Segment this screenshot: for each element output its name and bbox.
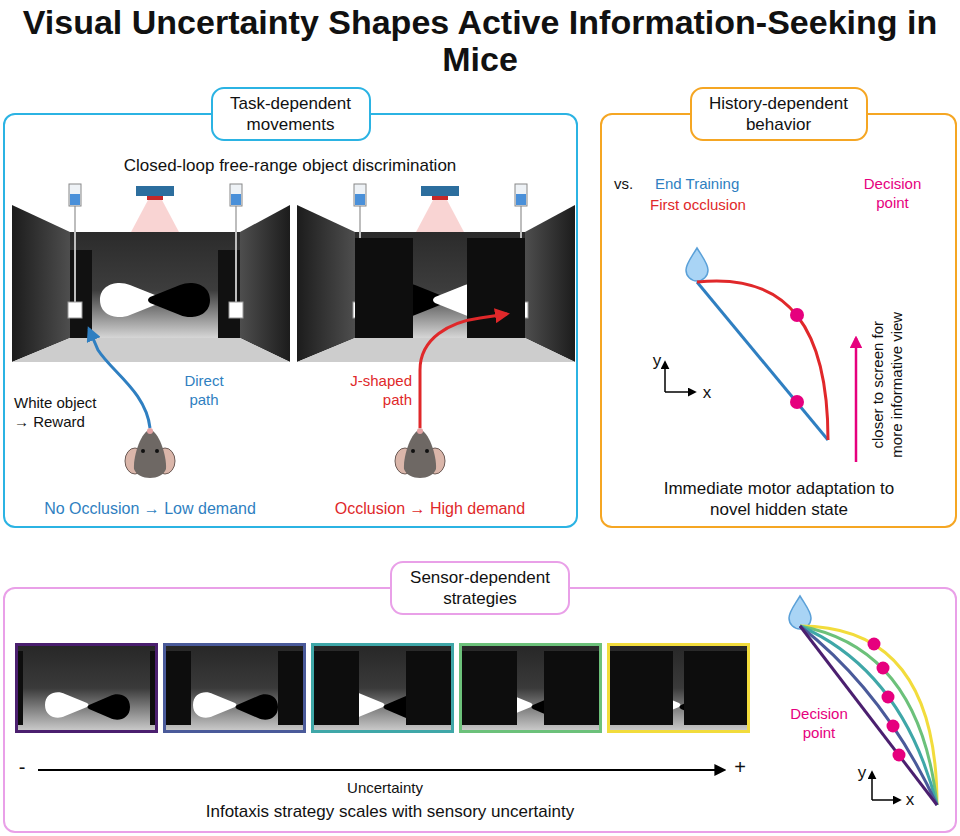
occluder xyxy=(163,651,191,725)
decision-dot xyxy=(893,749,906,762)
subtitle: Closed-loop free-range object discrimina… xyxy=(30,155,550,176)
thumbnail xyxy=(15,643,158,733)
decision-dot xyxy=(868,638,881,651)
y-axis xyxy=(871,772,873,800)
thumbnail-frame xyxy=(313,645,453,732)
x-axis xyxy=(665,391,695,393)
decision-dot xyxy=(887,720,900,733)
occluder xyxy=(684,651,750,725)
y-axis xyxy=(664,362,666,392)
occluder xyxy=(278,651,306,725)
axis-end: - xyxy=(14,755,30,780)
decision-dot xyxy=(790,308,804,322)
mouse xyxy=(125,428,175,478)
mouse xyxy=(395,428,445,478)
thumbnail-frame xyxy=(461,645,601,732)
object-note: White object → Reward xyxy=(14,394,110,432)
panel-box: Task-dependent movements xyxy=(3,113,578,528)
x-axis xyxy=(872,799,900,801)
thumbnail-frame xyxy=(165,645,305,732)
thumbnail-scene xyxy=(163,643,306,733)
axis-label: x xyxy=(903,789,917,810)
occluder xyxy=(459,651,517,725)
closer-arrow xyxy=(855,338,858,462)
arrow-note: closer to screen for more informative vi… xyxy=(869,309,907,461)
occluder xyxy=(544,651,602,725)
series-label: End Training xyxy=(655,175,775,194)
series-label: First occlusion xyxy=(650,196,780,215)
occluder xyxy=(355,238,413,338)
path-label: Direct path xyxy=(176,372,232,410)
end-training-path xyxy=(697,282,828,440)
axis-label: x xyxy=(700,382,714,403)
condition-label: Occlusion → High demand xyxy=(305,499,555,519)
arena-no-occlusion xyxy=(12,184,290,362)
marker-label: Decision point xyxy=(850,175,935,213)
occluder xyxy=(467,238,525,338)
condition-label: No Occlusion → Low demand xyxy=(20,499,280,519)
thumbnail xyxy=(607,643,750,733)
thumbnail xyxy=(163,643,306,733)
comparison-word: vs. xyxy=(614,175,648,194)
thumbnail-frame xyxy=(609,645,749,732)
decision-dot xyxy=(790,395,804,409)
panel-heading: History-dependent behavior xyxy=(690,87,868,141)
water-drop xyxy=(789,596,811,629)
thumbnail-scene xyxy=(311,643,454,733)
axis-end: + xyxy=(731,755,749,780)
decision-dot xyxy=(877,662,890,675)
thumbnail xyxy=(311,643,454,733)
panel-heading: Task-dependent movements xyxy=(211,87,371,141)
panel-heading: Sensor-dependent strategies xyxy=(390,561,570,615)
marker-label: Decision point xyxy=(786,705,852,743)
thumbnail-scene xyxy=(15,643,158,733)
thumbnail-frame xyxy=(17,645,157,732)
panel-caption: Infotaxis strategy scales with sensory u… xyxy=(80,801,700,822)
j-shaped-path xyxy=(420,314,507,428)
occluder xyxy=(311,651,359,725)
occluder xyxy=(406,651,454,725)
thumbnail xyxy=(459,643,602,733)
axis-label: y xyxy=(650,350,664,371)
title-text: Visual Uncertainty Shapes Active Informa… xyxy=(2,4,958,78)
direct-path xyxy=(89,329,150,428)
uncertainty-axis xyxy=(38,769,724,771)
black-object xyxy=(148,283,210,317)
axis-label: Uncertainty xyxy=(300,779,470,798)
first-occlusion-path xyxy=(697,281,828,440)
panel-caption: Immediate motor adaptation to novel hidd… xyxy=(649,478,909,521)
path-label: J-shaped path xyxy=(342,372,412,410)
occluder xyxy=(607,651,673,725)
decision-dot xyxy=(882,691,895,704)
axis-label: y xyxy=(855,762,869,783)
thumbnail-scene xyxy=(607,643,750,733)
thumbnail-scene xyxy=(459,643,602,733)
water-drop xyxy=(686,248,708,281)
